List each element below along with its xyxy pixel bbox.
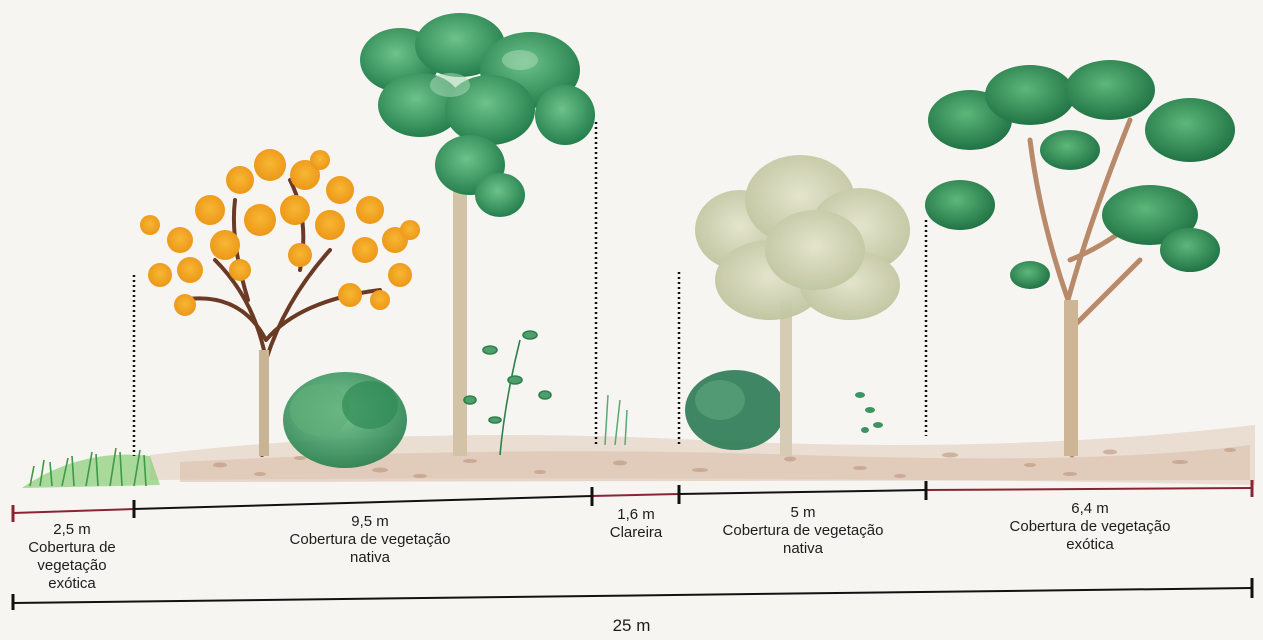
segment-label-native-1: 9,5 m Cobertura de vegetação nativa <box>270 513 470 567</box>
seedling-icon <box>855 392 883 433</box>
total-line <box>13 588 1252 603</box>
segment-description: Cobertura de vegetação exótica <box>980 518 1200 554</box>
segment-length: 1,6 m <box>596 506 676 524</box>
forest-transect-illustration <box>0 0 1263 500</box>
segment-length: 6,4 m <box>980 500 1200 518</box>
shrub-icon <box>685 370 785 450</box>
total-length-label: 25 m <box>560 616 703 636</box>
segment-description: Clareira <box>596 524 676 542</box>
segment-description: Cobertura de vegetação nativa <box>270 531 470 567</box>
segment-label-exotic-left: 2,5 m Cobertura de vegetação exótica <box>14 521 130 593</box>
segment-line-clearing <box>592 494 679 496</box>
segment-label-exotic-right: 6,4 m Cobertura de vegetação exótica <box>980 500 1200 554</box>
segment-line-native-1 <box>134 496 592 509</box>
segment-length: 5 m <box>690 504 916 522</box>
segment-line-exotic-right <box>926 488 1252 490</box>
segment-description: Cobertura de vegetação nativa <box>690 522 916 558</box>
segment-line-native-2 <box>679 490 926 494</box>
segment-line-exotic-left <box>13 509 134 513</box>
shrub-icon <box>283 372 407 468</box>
segment-length: 9,5 m <box>270 513 470 531</box>
eucalyptus-tree-icon <box>925 60 1235 456</box>
segment-description: Cobertura de vegetação exótica <box>14 539 130 593</box>
segment-label-clearing: 1,6 m Clareira <box>596 506 676 542</box>
segment-length: 2,5 m <box>14 521 130 539</box>
segment-label-native-2: 5 m Cobertura de vegetação nativa <box>690 504 916 558</box>
